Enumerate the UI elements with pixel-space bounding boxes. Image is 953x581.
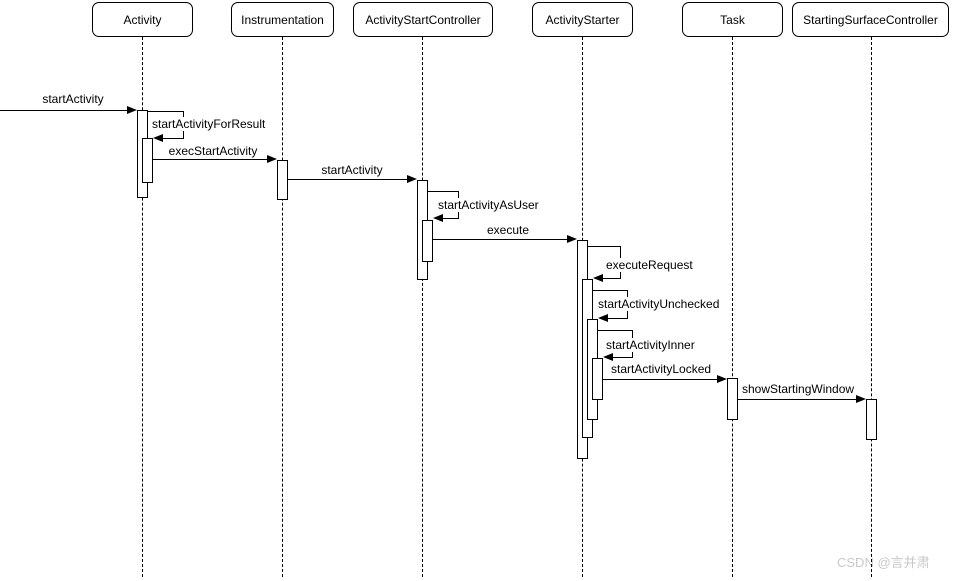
selfcall-top-startactivityforresult <box>148 111 184 113</box>
selfcall-top-startactivityasuser <box>428 191 459 193</box>
message-line-execute <box>433 239 568 241</box>
message-label-execute: execute <box>485 223 531 237</box>
arrowhead-icon <box>717 375 727 383</box>
arrowhead-icon <box>407 175 417 183</box>
arrowhead-icon <box>593 274 603 282</box>
selfcall-top-startactivityunchecked <box>593 290 628 292</box>
activation-task <box>727 378 738 420</box>
message-label-startactivityinner: startActivityInner <box>605 338 696 352</box>
activation-activity-2 <box>142 138 153 183</box>
message-label-startactivity-2: startActivity <box>320 163 384 177</box>
lifeline-activity <box>142 37 143 577</box>
participant-activitystarter: ActivityStarter <box>532 2 633 37</box>
selfcall-return-executerequest <box>602 278 621 280</box>
selfcall-return-startactivityasuser <box>442 218 459 220</box>
lifeline-startingsurfacecontroller <box>871 37 872 577</box>
message-label-startactivityforresult: startActivityForResult <box>151 117 267 131</box>
message-line-startactivity-2 <box>288 179 408 181</box>
message-label-startactivityunchecked: startActivityUnchecked <box>597 297 721 311</box>
watermark: CSDN @言并肃 <box>837 555 930 570</box>
participant-activitystartcontroller: ActivityStartController <box>353 2 493 37</box>
message-label-executerequest: executeRequest <box>605 258 694 272</box>
message-label-startactivityasuser: startActivityAsUser <box>437 198 540 212</box>
message-label-execstartactivity: execStartActivity <box>167 144 259 158</box>
selfcall-return-startactivityforresult <box>162 138 184 140</box>
arrowhead-icon <box>567 235 577 243</box>
arrowhead-icon <box>603 353 613 361</box>
selfcall-return-startactivityinner <box>612 357 633 359</box>
message-line-showstartingwindow <box>738 399 857 401</box>
arrowhead-icon <box>856 395 866 403</box>
participant-task: Task <box>682 2 783 37</box>
participant-label: StartingSurfaceController <box>803 12 938 27</box>
arrowhead-icon <box>127 106 137 114</box>
lifeline-task <box>732 37 733 577</box>
activation-activitystartcontroller-2 <box>422 220 433 262</box>
lifeline-activitystartcontroller <box>422 37 423 577</box>
participant-instrumentation: Instrumentation <box>231 2 334 37</box>
arrowhead-icon <box>598 314 608 322</box>
arrowhead-icon <box>433 214 443 222</box>
activation-activitystarter-4 <box>592 358 603 400</box>
participant-activity: Activity <box>92 2 193 37</box>
message-label-startactivity-external: startActivity <box>41 92 105 106</box>
message-label-showstartingwindow: showStartingWindow <box>741 382 856 396</box>
arrowhead-icon <box>267 155 277 163</box>
activation-startingsurfacecontroller <box>866 399 877 440</box>
arrowhead-icon <box>153 134 163 142</box>
participant-label: Instrumentation <box>241 12 324 27</box>
participant-startingsurfacecontroller: StartingSurfaceController <box>792 2 949 37</box>
message-line-startactivitylocked <box>603 379 718 381</box>
message-line-execstartactivity <box>153 159 268 161</box>
message-line-startactivity-external <box>0 110 128 112</box>
participant-label: ActivityStarter <box>545 12 620 27</box>
activation-instrumentation <box>277 160 288 200</box>
participant-label: Task <box>720 12 745 27</box>
participant-label: ActivityStartController <box>365 12 481 27</box>
lifeline-instrumentation <box>282 37 283 577</box>
selfcall-top-startactivityinner <box>598 330 633 332</box>
selfcall-top-executerequest <box>588 246 621 248</box>
selfcall-return-startactivityunchecked <box>607 318 628 320</box>
message-label-startactivitylocked: startActivityLocked <box>610 362 713 376</box>
participant-label: Activity <box>123 12 162 27</box>
